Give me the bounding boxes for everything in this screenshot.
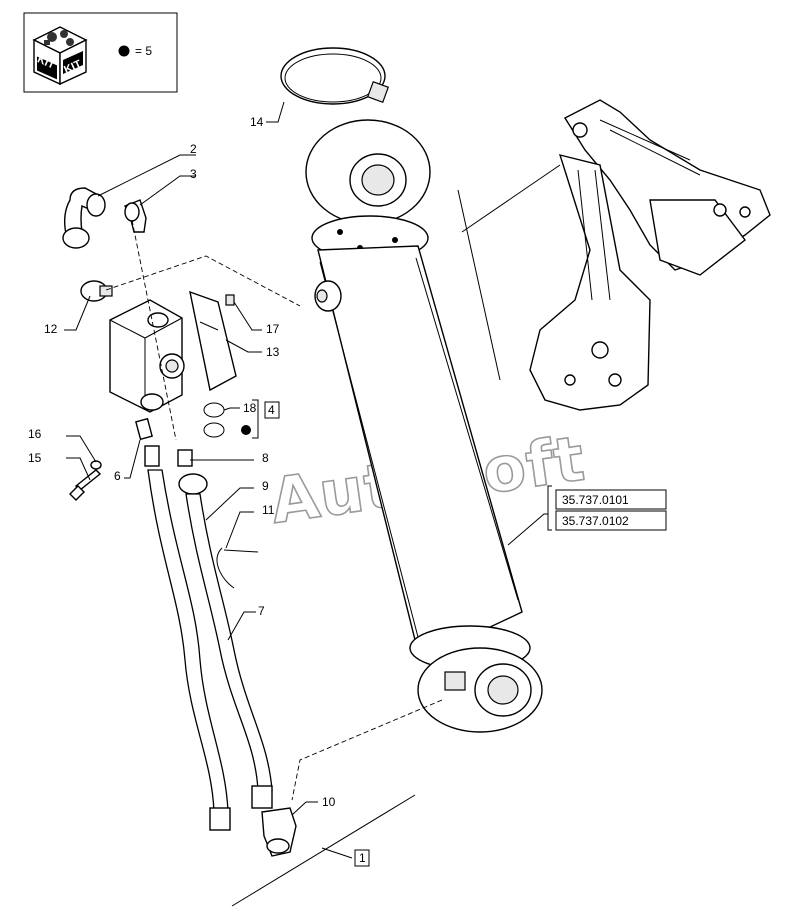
- reference-35-737-0101: 35.737.0101: [562, 493, 629, 507]
- reference-boxes: 35.737.0101 35.737.0102: [547, 485, 667, 531]
- callout-13: 13: [266, 345, 280, 359]
- callout-6: 6: [114, 469, 121, 483]
- boxed-callout-1: 1: [354, 849, 370, 867]
- swivel-fitting: [261, 807, 297, 857]
- callout-labels: 2 3 12 17 13 18 16 15 6 8 9 11 7 10 14: [28, 115, 336, 809]
- hydraulic-cylinder: [305, 119, 543, 733]
- kit-legend: KIT KIT = 5: [23, 12, 178, 93]
- callout-3: 3: [190, 167, 197, 181]
- callout-17: 17: [266, 322, 280, 336]
- callout-1: 1: [359, 851, 366, 865]
- callout-7: 7: [258, 604, 265, 618]
- callout-14: 14: [250, 115, 264, 129]
- connection-lines: [105, 219, 443, 801]
- callout-11: 11: [262, 503, 275, 517]
- valve-block: [80, 280, 237, 413]
- callout-18: 18: [243, 401, 257, 415]
- o-rings: [203, 399, 259, 439]
- callout-12: 12: [44, 322, 58, 336]
- boxed-callout-4: 4: [264, 401, 280, 419]
- callout-15: 15: [28, 451, 42, 465]
- callout-2: 2: [190, 142, 197, 156]
- adapter-fittings: [135, 417, 208, 495]
- kit-dot-icon: [118, 45, 130, 57]
- callout-8: 8: [262, 451, 269, 465]
- callout-10: 10: [322, 795, 336, 809]
- callout-9: 9: [262, 479, 269, 493]
- backhoe-arm: [529, 99, 771, 411]
- callout-4: 4: [268, 403, 275, 417]
- hose-clamp: [280, 47, 390, 105]
- reference-35-737-0102: 35.737.0102: [562, 514, 629, 528]
- leader-lines: [64, 101, 548, 907]
- bolt-washer: [69, 460, 102, 501]
- kit-box-icon: KIT KIT: [32, 26, 88, 86]
- cable-strap: [216, 547, 259, 589]
- kit-legend-equals: = 5: [135, 44, 152, 58]
- elbow-fittings: [62, 187, 147, 249]
- hydraulic-hoses: [147, 469, 273, 831]
- callout-16: 16: [28, 427, 42, 441]
- divider-line: [461, 164, 561, 233]
